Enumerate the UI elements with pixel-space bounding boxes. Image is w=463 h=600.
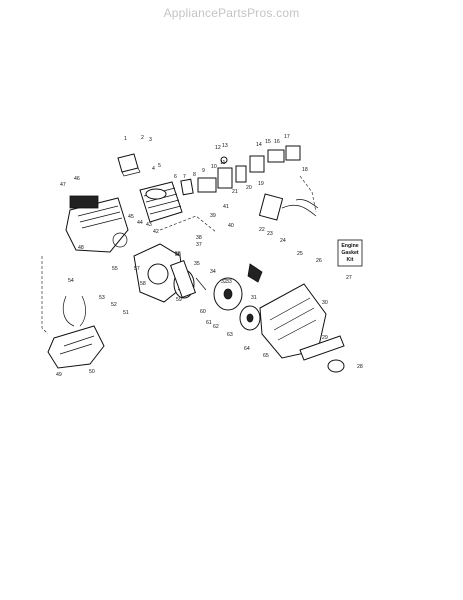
callout: 61 <box>206 320 212 326</box>
engine-shroud <box>65 195 129 253</box>
callout: 60 <box>200 309 206 315</box>
callout: 54 <box>68 278 74 284</box>
ignition-module <box>258 193 319 221</box>
callout: 10 <box>211 164 217 170</box>
clutch-drum <box>327 359 345 373</box>
callout: 57 <box>134 266 140 272</box>
callout: 35 <box>194 261 200 267</box>
callout: 20 <box>246 185 252 191</box>
recoil-starter <box>213 277 261 331</box>
callout: 8 <box>193 172 196 178</box>
callout: 31 <box>251 295 257 301</box>
kit-label-line-3: Kit <box>347 257 354 263</box>
callout: 64 <box>244 346 250 352</box>
o-ring <box>112 232 128 248</box>
callout: 21 <box>232 189 238 195</box>
callout: 5 <box>158 163 161 169</box>
callout: 36 <box>175 252 181 258</box>
callout: 41 <box>223 204 229 210</box>
callout: 15 <box>265 139 271 145</box>
callout: 26 <box>316 258 322 264</box>
callout: 51 <box>123 310 129 316</box>
callout: 37 <box>196 242 202 248</box>
callout: 22 <box>259 227 265 233</box>
callout: 53 <box>99 295 105 301</box>
callout: 38 <box>196 235 202 241</box>
callout: 59 <box>176 297 182 303</box>
air-filter-cover <box>117 153 141 177</box>
callout: 30 <box>322 300 328 306</box>
fuel-tank <box>47 325 105 369</box>
callout: 11 <box>220 160 225 166</box>
callout: 7 <box>183 174 186 180</box>
callout: 58 <box>140 281 146 287</box>
callout: 24 <box>280 238 286 244</box>
callout: 13 <box>222 143 228 149</box>
site-watermark: AppliancePartsPros.com <box>163 6 300 20</box>
callout: 34 <box>210 269 216 275</box>
fuel-line <box>62 295 86 327</box>
callout-labels: 1 2 3 4 5 6 7 8 9 10 11 12 13 14 15 16 1… <box>56 134 363 378</box>
callout: 32 <box>221 279 227 285</box>
callout: 42 <box>153 229 159 235</box>
callout: 56 <box>175 251 181 257</box>
callout: 63 <box>227 332 233 338</box>
intake-gaskets <box>180 145 301 196</box>
callout: 28 <box>357 364 363 370</box>
callout: 39 <box>210 213 216 219</box>
callout: 45 <box>128 214 134 220</box>
callout: 4 <box>152 166 155 172</box>
callout: 9 <box>202 168 205 174</box>
callout: 65 <box>263 353 269 359</box>
callout: 33 <box>226 279 232 285</box>
callout: 62 <box>213 324 219 330</box>
fan-housing <box>259 283 345 361</box>
callout: 12 <box>215 145 221 151</box>
callout: 43 <box>146 222 152 228</box>
callout: 16 <box>274 139 280 145</box>
cylinder <box>139 181 183 223</box>
callout: 23 <box>267 231 273 237</box>
callout: 1 <box>124 136 127 142</box>
callout: 40 <box>228 223 234 229</box>
callout: 25 <box>297 251 303 257</box>
callout: 48 <box>78 245 84 251</box>
callout: 52 <box>111 302 117 308</box>
callout: 19 <box>258 181 264 187</box>
callout: 6 <box>174 174 177 180</box>
starter-handle <box>247 263 263 283</box>
callout: 17 <box>284 134 290 140</box>
callout: 29 <box>322 335 328 341</box>
carburetor <box>197 156 233 193</box>
callout: 3 <box>149 137 152 143</box>
kit-label-line-2: Gasket <box>341 250 359 256</box>
callout: 47 <box>60 182 66 188</box>
engine-gasket-kit-box: Engine Gasket Kit <box>337 239 363 267</box>
kit-label-line-1: Engine <box>341 243 358 249</box>
callout: 49 <box>56 372 62 378</box>
callout: 27 <box>346 275 352 281</box>
callout: 18 <box>302 167 308 173</box>
callout: 14 <box>256 142 262 148</box>
crankcase <box>133 243 185 303</box>
callout: 2 <box>141 135 144 141</box>
callout: 55 <box>112 266 118 272</box>
callout: 46 <box>74 176 80 182</box>
clutch-shoes <box>169 259 207 299</box>
callout: 50 <box>89 369 95 375</box>
callout: 44 <box>137 220 143 226</box>
